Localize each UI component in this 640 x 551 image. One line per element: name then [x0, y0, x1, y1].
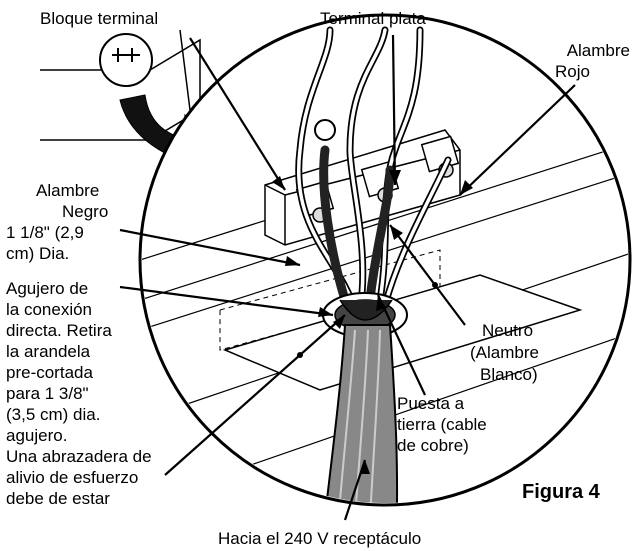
- label-alambre-negro-1: Alambre: [36, 181, 100, 200]
- label-tierra-2: tierra (cable: [397, 415, 487, 434]
- label-agujero-1: 1 1/8" (2,9: [6, 223, 84, 242]
- label-tierra-1: Puesta a: [397, 394, 465, 413]
- label-agujero-13: debe de estar: [6, 489, 110, 508]
- label-agujero-8: para 1 3/8": [6, 384, 89, 403]
- label-agujero-4: la conexión: [6, 300, 93, 319]
- label-agujero-7: pre-cortada: [6, 363, 93, 382]
- label-neutro-1: Neutro: [482, 321, 534, 340]
- figure-caption: Figura 4: [522, 481, 600, 503]
- label-terminal-plata: Terminal plata: [320, 9, 426, 28]
- label-alambre-rojo-2: Rojo: [555, 62, 590, 81]
- label-tierra-3: de cobre): [397, 436, 469, 455]
- range-corner-illustration: [40, 29, 201, 141]
- label-agujero-9: (3,5 cm) dia.: [6, 405, 101, 424]
- label-agujero-12: alivio de esfuerzo: [6, 468, 139, 487]
- label-receptaculo: Hacia el 240 V receptáculo: [218, 529, 422, 548]
- label-agujero-2: cm) Dia.: [6, 244, 70, 263]
- label-alambre-rojo-1: Alambre: [566, 41, 630, 60]
- leader-lines: [119, 34, 576, 521]
- label-agujero-5: directa. Retira: [6, 321, 112, 340]
- label-agujero-6: la arandela: [6, 342, 91, 361]
- label-agujero-10: agujero.: [6, 426, 68, 445]
- label-alambre-negro-2: Negro: [62, 202, 109, 221]
- label-bloque-terminal: Bloque terminal: [40, 9, 159, 28]
- label-neutro-3: Blanco): [480, 365, 538, 384]
- label-agujero-3: Agujero de: [6, 279, 89, 298]
- label-neutro-2: (Alambre: [470, 343, 539, 362]
- label-agujero-11: Una abrazadera de: [6, 447, 152, 466]
